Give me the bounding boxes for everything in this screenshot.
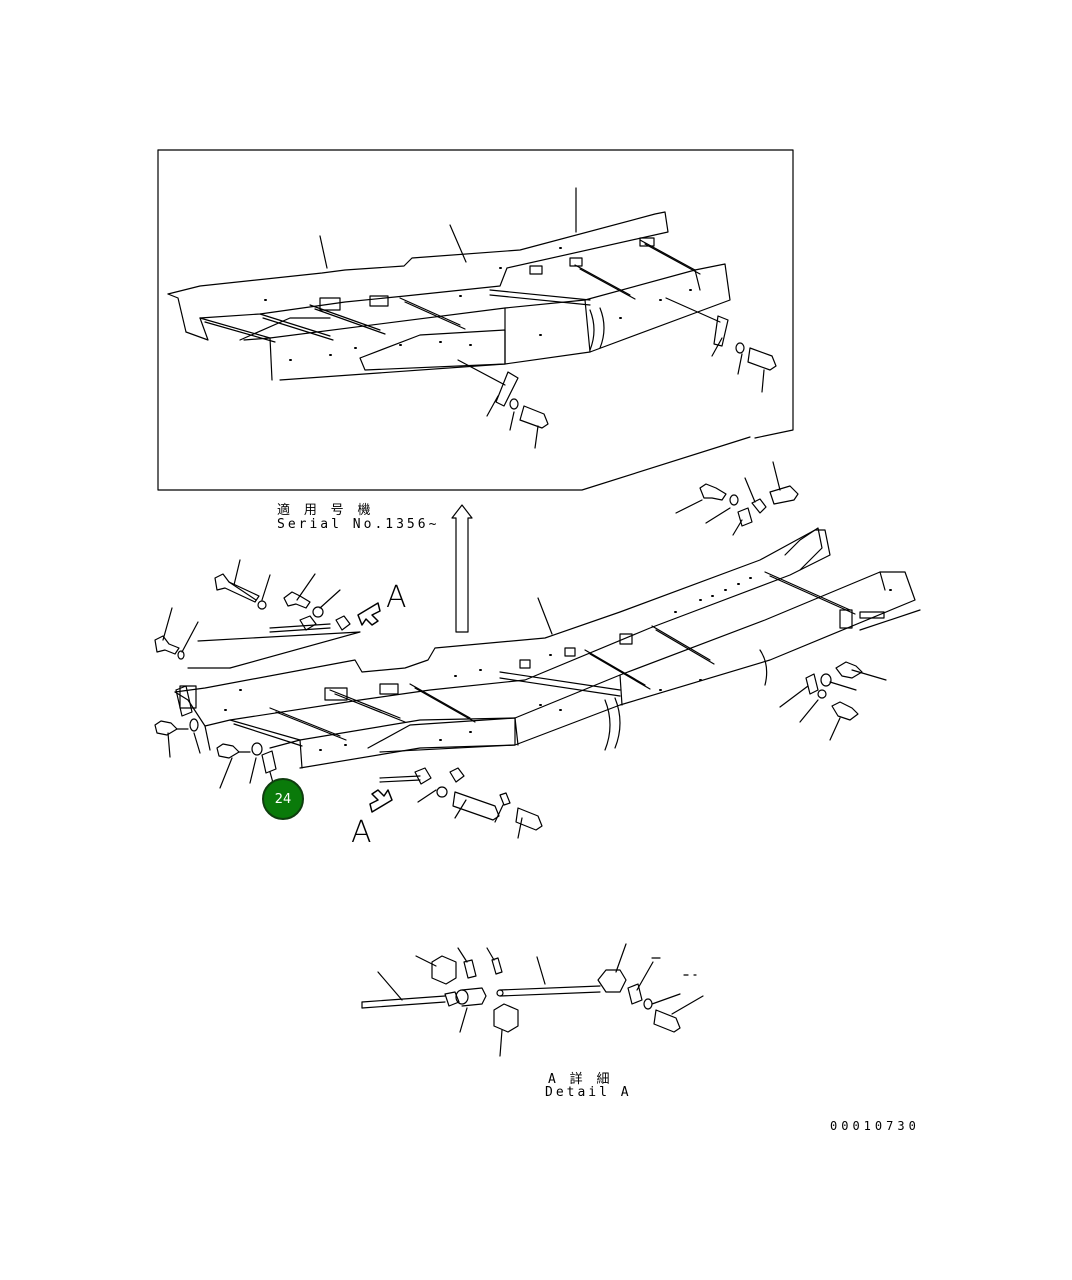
view-transfer-arrow <box>451 504 473 633</box>
main-frame-assembly <box>174 527 921 769</box>
fasteners <box>154 461 887 839</box>
drawing-number: 00010730 <box>830 1119 920 1133</box>
detail-a-assembly <box>361 943 704 1057</box>
part-callout-24[interactable]: 24 <box>262 778 304 820</box>
inset-frame-assembly <box>167 187 777 449</box>
detail-label-en: Detail A <box>545 1085 632 1100</box>
view-letter-lower: A <box>351 815 372 850</box>
detail-label-jp: A 詳 細 <box>548 1072 613 1087</box>
serial-label-jp: 適 用 号 機 <box>277 503 374 518</box>
inset-panel <box>157 149 794 491</box>
serial-label-en: Serial No.1356~ <box>277 517 440 532</box>
view-letter-upper: A <box>386 580 407 615</box>
